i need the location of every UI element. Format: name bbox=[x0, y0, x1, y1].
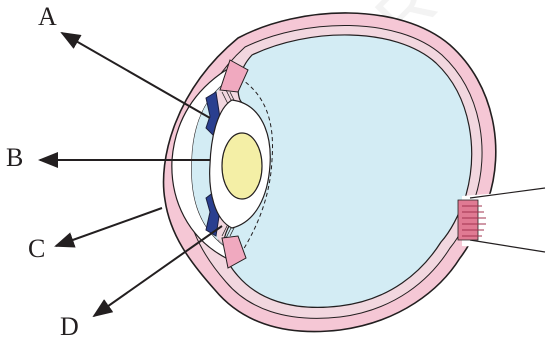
lens bbox=[222, 133, 262, 199]
label-c: C bbox=[28, 236, 45, 262]
label-b: B bbox=[6, 145, 23, 171]
optic-nerve bbox=[458, 188, 545, 252]
arrow-c bbox=[56, 208, 162, 246]
arrow-a bbox=[62, 33, 210, 118]
label-a: A bbox=[38, 4, 57, 30]
label-d: D bbox=[60, 314, 79, 340]
